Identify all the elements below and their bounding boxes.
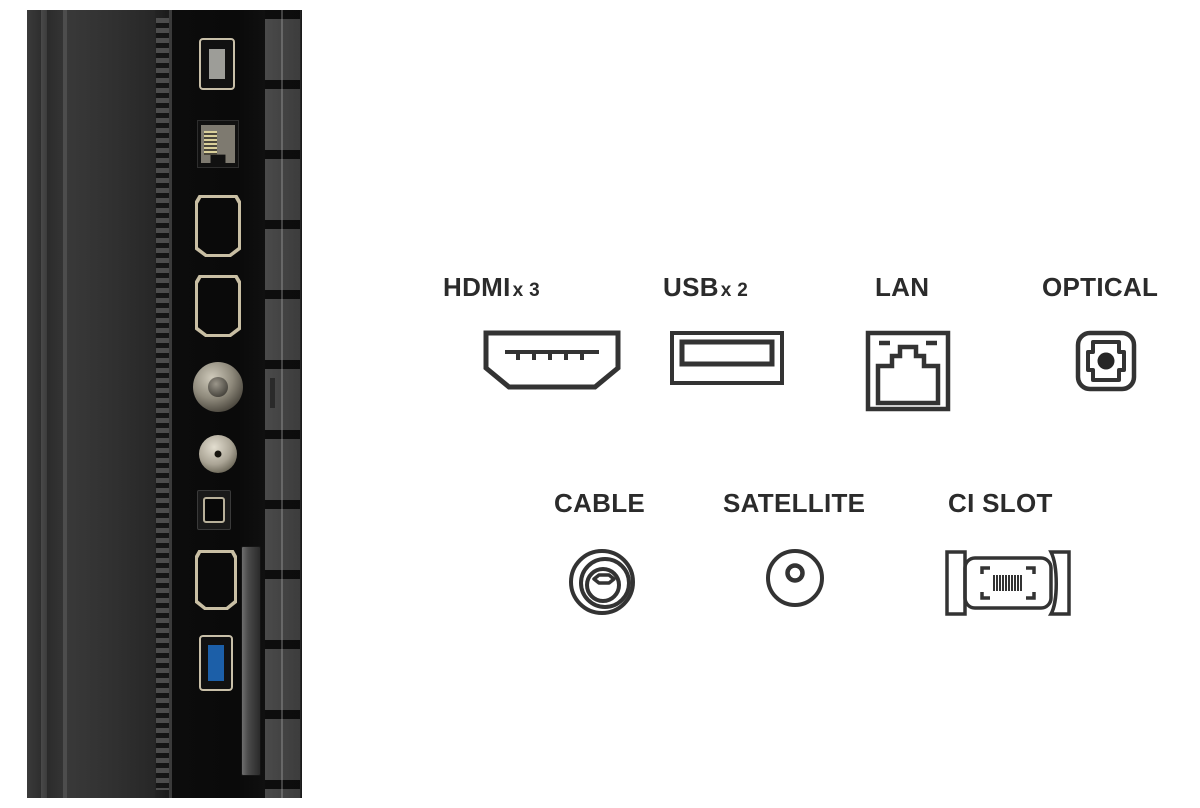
legend-multiplier-optical — [1158, 280, 1162, 301]
hdmi-opening — [195, 275, 241, 337]
panel-notch — [270, 378, 275, 408]
legend-name-optical: OPTICAL — [1042, 272, 1159, 302]
cable-coax-icon — [567, 546, 639, 618]
photo-hdmi-port — [195, 275, 241, 337]
ribbed-rear-panel — [265, 10, 302, 798]
usb3-blue-slot — [208, 645, 224, 681]
chassis-band — [47, 10, 63, 798]
chassis-band — [67, 10, 155, 798]
legend-label-lan: LAN — [875, 272, 933, 306]
satellite-f-icon — [764, 546, 826, 608]
legend-multiplier-usb: x 2 — [720, 280, 749, 301]
optical-toslink-icon — [1075, 330, 1137, 392]
chassis-highlight-line — [63, 10, 67, 798]
tv-port-panel-photo — [27, 10, 302, 798]
usb-icon — [669, 330, 785, 386]
ci-slot-icon — [944, 546, 1072, 620]
photo-hdmi-port — [195, 550, 237, 610]
legend-multiplier-lan — [929, 280, 933, 301]
lan-gold-pins — [204, 131, 217, 155]
photo-hdmi-port — [195, 195, 241, 257]
legend-item-cable[interactable]: CABLE — [554, 488, 649, 615]
ventilation-perforation-strip — [156, 18, 169, 790]
usb-slot — [209, 49, 225, 79]
legend-name-hdmi: HDMI — [443, 272, 511, 302]
photo-usb-3-port — [199, 635, 233, 691]
chassis-band — [27, 10, 41, 798]
legend-name-cable: CABLE — [554, 488, 646, 518]
legend-multiplier-hdmi: x 3 — [512, 280, 540, 301]
photo-satellite-f-connector — [199, 435, 237, 473]
legend-multiplier-satellite — [865, 496, 869, 517]
legend-name-ci-slot: CI SLOT — [948, 488, 1053, 518]
legend-label-satellite: SATELLITE — [723, 488, 869, 522]
hdmi-opening — [195, 195, 241, 257]
lan-rj45-icon — [865, 330, 951, 412]
photo-lan-rj45-port — [197, 120, 239, 168]
hdmi-icon — [483, 330, 621, 390]
panel-right-edge — [300, 10, 302, 798]
vent-strip-edge — [169, 10, 172, 798]
legend-name-usb: USB — [663, 272, 719, 302]
legend-multiplier-ci-slot — [1053, 496, 1057, 517]
legend-name-satellite: SATELLITE — [723, 488, 866, 518]
chassis-band — [41, 10, 47, 798]
legend-multiplier-cable — [645, 496, 649, 517]
hdmi-opening — [195, 550, 237, 610]
legend-item-ci-slot[interactable]: CI SLOT — [945, 488, 1071, 616]
legend-label-optical: OPTICAL — [1042, 272, 1162, 306]
legend-item-lan[interactable]: LAN — [865, 272, 951, 412]
legend-name-lan: LAN — [875, 272, 930, 302]
legend-item-optical[interactable]: OPTICAL — [1042, 272, 1162, 392]
legend-item-satellite[interactable]: SATELLITE — [723, 488, 869, 607]
legend-label-ci-slot: CI SLOT — [948, 488, 1057, 522]
legend-label-cable: CABLE — [554, 488, 649, 522]
photo-optical-toslink-port — [197, 490, 231, 530]
photo-ci-card-slot — [241, 546, 261, 776]
photo-usb-port — [199, 38, 235, 90]
photo-cable-coax-connector — [193, 362, 243, 412]
